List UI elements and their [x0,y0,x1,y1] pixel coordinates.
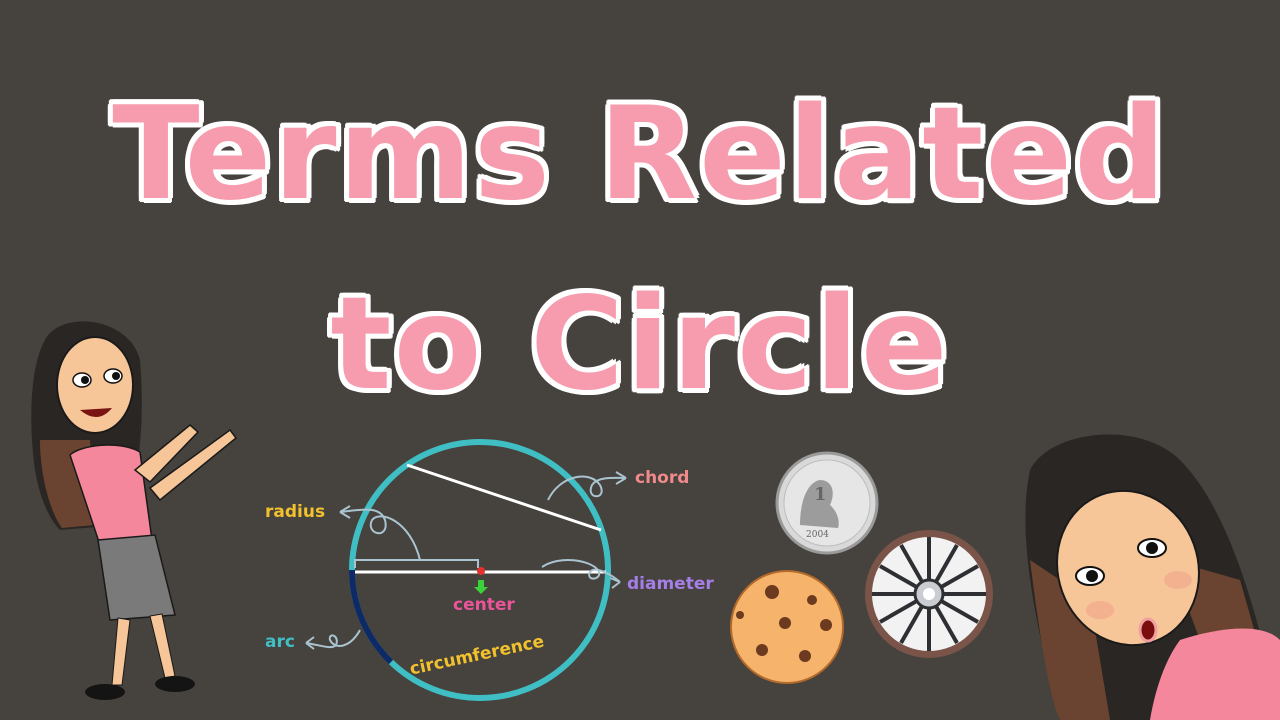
chord-arrowhead-icon [615,471,627,485]
diameter-pointer [541,559,621,583]
diameter-arrowhead-icon [609,577,621,589]
arc-segment [349,569,394,665]
center-point [477,567,485,575]
title-line-2: to Circle [330,270,950,419]
wheel-icon [865,530,993,658]
circle-diagram [305,439,627,701]
label-radius: radius [265,502,326,522]
coin-denomination: 1 [814,484,827,505]
center-arrow-icon [474,580,488,594]
chord-line [406,463,602,532]
arc-arrowhead-icon [305,636,315,650]
radius-arrowhead-icon [339,505,351,519]
radius-bracket [354,559,479,568]
arc-pointer [305,629,361,649]
title-line-1: Terms Related [112,80,1168,229]
label-chord: chord [635,468,690,488]
chord-pointer [547,475,627,501]
label-diameter: diameter [627,574,714,594]
cookie-icon [730,570,844,684]
teacher-surprised-avatar [1025,434,1280,720]
label-center: center [453,595,515,615]
radius-pointer [339,508,421,561]
label-arc: arc [265,632,295,652]
coin-year: 2004 [806,530,829,540]
coin-icon [775,451,879,555]
teacher-pointing-avatar [31,321,238,700]
